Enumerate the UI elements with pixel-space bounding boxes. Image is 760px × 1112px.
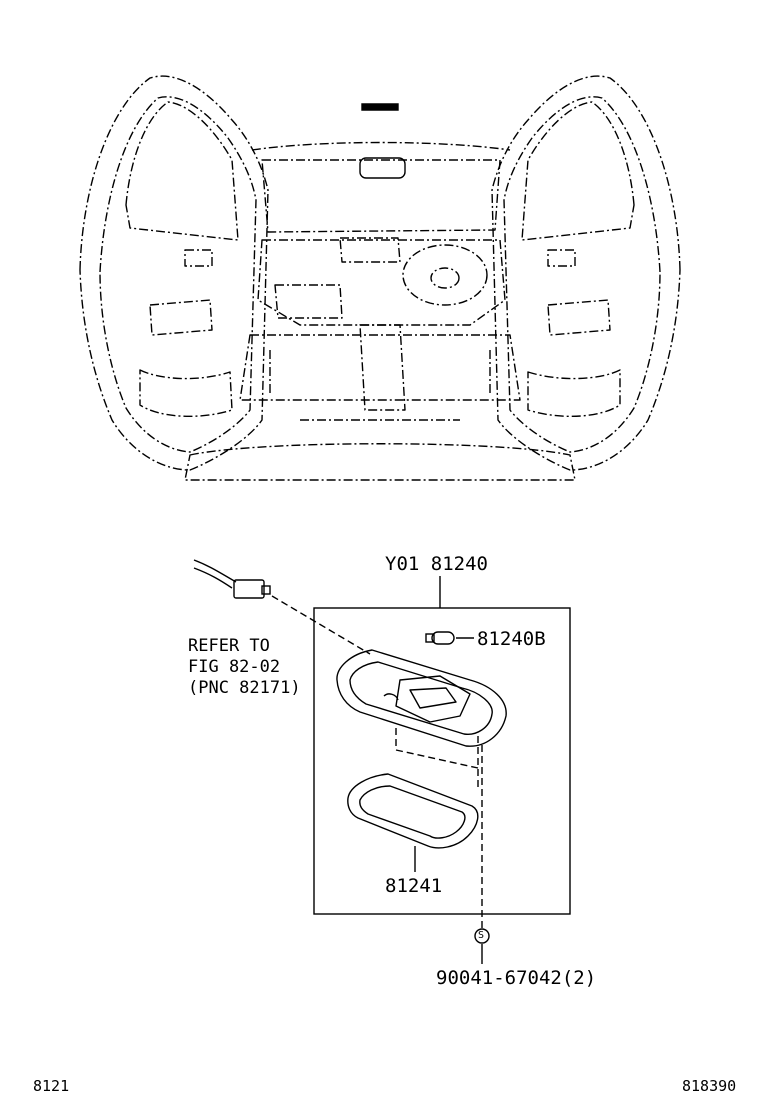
lens-outer	[347, 773, 479, 849]
left-door-trim	[149, 249, 213, 336]
right-door-window	[521, 101, 635, 241]
dome-lamp-housing	[336, 649, 507, 790]
floor-outline	[239, 334, 521, 401]
right-door-trim	[547, 249, 611, 336]
bulb-body	[431, 631, 455, 645]
vehicle-fixtures	[359, 103, 406, 179]
floor-rear-edge	[184, 443, 576, 481]
screw-part-number: 90041-67042(2)	[436, 967, 597, 989]
screw-symbol-circle	[474, 928, 490, 944]
reference-note-line1: REFER TO	[188, 636, 270, 656]
left-door-pocket	[139, 369, 233, 418]
lens-part-number: 81241	[385, 875, 443, 897]
roof-edge	[251, 141, 511, 151]
connector-leader	[271, 595, 371, 655]
floor-rails	[269, 350, 491, 421]
steering-wheel	[402, 244, 488, 306]
illustration-code: 818390	[682, 1077, 737, 1095]
dashboard-outline	[257, 239, 506, 326]
assembly-part-number: Y01 81240	[385, 553, 488, 575]
right-door-inner	[503, 96, 661, 453]
housing-detail	[383, 687, 457, 709]
windshield-frame	[261, 159, 501, 233]
left-door-outline	[79, 75, 269, 471]
dome-lamp-location-mark	[361, 103, 399, 111]
housing-reflector	[395, 675, 471, 723]
lens-part	[347, 773, 479, 872]
screw-symbol-letter: S	[478, 930, 485, 941]
instrument-cluster	[339, 237, 401, 263]
housing-inner	[349, 661, 493, 735]
right-door-outline	[491, 75, 681, 471]
left-door-window	[125, 101, 239, 241]
housing-drop-lines	[395, 728, 479, 790]
rear-view-mirror	[359, 157, 406, 179]
vehicle-interior-outline	[79, 75, 681, 481]
left-door-inner	[99, 96, 257, 453]
wire-connector	[193, 559, 371, 655]
figure-code: 8121	[33, 1077, 70, 1095]
glovebox	[274, 284, 343, 319]
screw-leader-group	[474, 745, 490, 964]
center-console	[359, 324, 406, 411]
assembly-box	[313, 576, 571, 915]
bulb-part	[425, 631, 474, 645]
reference-note-line2: FIG 82-02	[188, 657, 281, 677]
housing-outer	[336, 649, 507, 747]
right-door-pocket	[527, 369, 621, 418]
bulb-base	[425, 633, 435, 643]
bulb-part-number: 81240B	[477, 628, 546, 650]
connector-body	[233, 579, 265, 599]
reference-note-line3: (PNC 82171)	[188, 678, 301, 698]
wire-harness	[193, 559, 237, 589]
lens-inner	[359, 785, 466, 839]
connector-tab	[261, 585, 271, 595]
reference-note: REFER TO FIG 82-02 (PNC 82171)	[188, 636, 301, 699]
assembly-frame	[313, 607, 571, 915]
steering-hub	[430, 267, 460, 289]
